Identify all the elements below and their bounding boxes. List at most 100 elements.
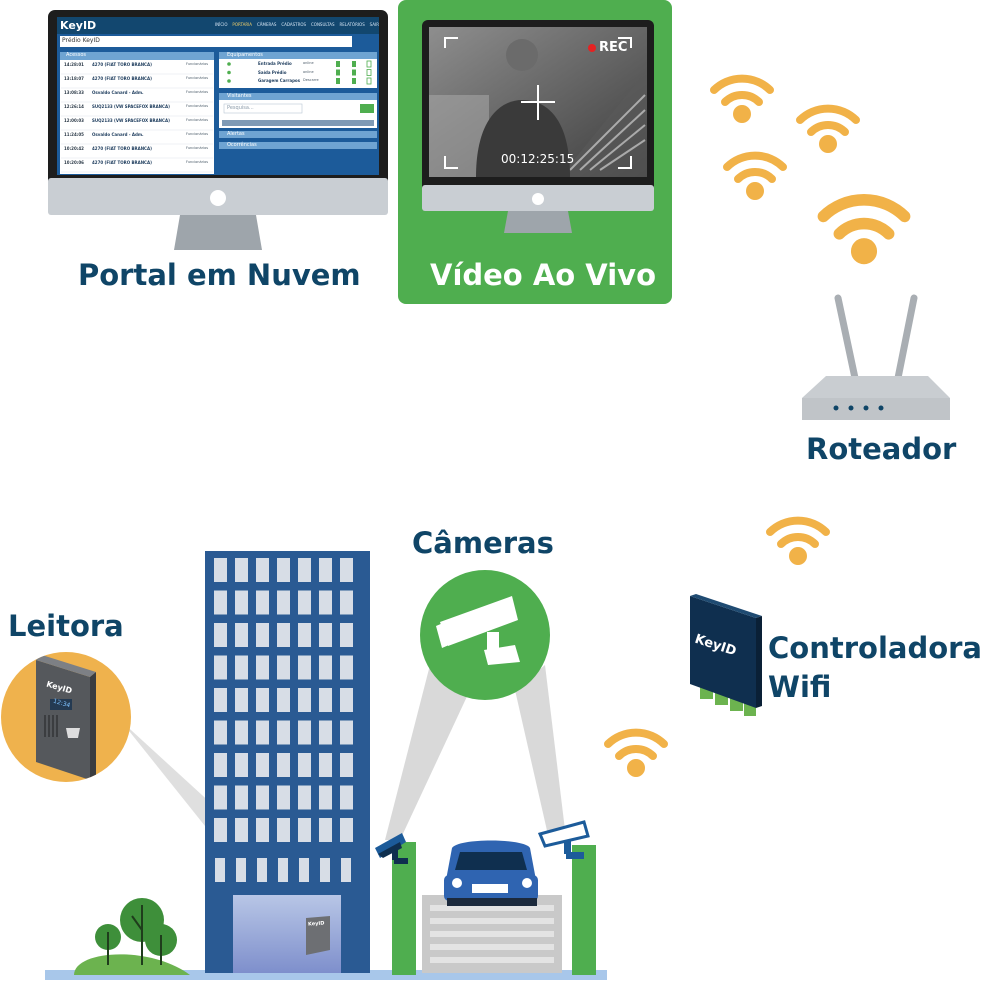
access-log-who: 4270 (FIAT TORO BRANCA) <box>92 62 152 67</box>
access-log-time: 12:26:14 <box>64 104 84 109</box>
equipment-name: Saída Prédio <box>258 69 287 75</box>
building-window <box>277 753 290 777</box>
building-window <box>340 655 353 680</box>
building-window <box>277 655 290 680</box>
building-window <box>277 785 290 810</box>
building-window <box>235 623 248 647</box>
building-window <box>340 785 353 810</box>
access-log-type: Funcionários <box>186 62 209 66</box>
building-window <box>319 623 332 647</box>
wifi-icon <box>823 200 904 259</box>
video-timestamp: 00:12:25:15 <box>501 152 575 166</box>
access-log-type: Funcionários <box>186 160 209 164</box>
portal-nav-item[interactable]: CADASTROS <box>281 22 307 27</box>
ground <box>45 970 607 980</box>
wifi-status-icon <box>227 62 231 66</box>
building-window <box>319 688 332 712</box>
wifi-icon <box>800 109 856 149</box>
access-log-time: 10:20:06 <box>64 160 84 165</box>
building-window <box>214 688 227 712</box>
search-input[interactable]: Pesquisa... <box>227 105 254 111</box>
building-window <box>256 818 269 842</box>
building-window <box>256 655 269 680</box>
access-log-type: Funcionários <box>186 118 209 122</box>
building-window <box>235 753 248 777</box>
garage-gate <box>392 840 596 975</box>
equipment-name: Garagem Carrapos <box>258 78 301 83</box>
controller-label: Controladora Wifi <box>768 629 982 707</box>
building-window <box>214 818 227 842</box>
access-log-who: SUQ2133 (VW SPACEFOX BRANCA) <box>92 118 170 123</box>
building-window <box>277 590 290 615</box>
door-icon <box>352 78 356 84</box>
access-log-type: Funcionários <box>186 90 209 94</box>
router-label: Roteador <box>806 432 957 466</box>
building-window <box>298 590 311 615</box>
building-window <box>298 623 311 647</box>
building-window <box>298 655 311 680</box>
door-icon <box>336 61 340 67</box>
portal-nav-item[interactable]: CÂMERAS <box>256 22 277 27</box>
portal-label: Portal em Nuvem <box>78 258 361 292</box>
building-window <box>256 590 269 615</box>
door-icon <box>336 69 340 76</box>
panel-visitors-title: Visitantes <box>227 93 252 99</box>
cameras-label: Câmeras <box>412 526 554 560</box>
access-log-who: Osvaldo Canard - Adm. <box>92 90 144 95</box>
access-log-time: 14:28:01 <box>64 62 84 67</box>
building-window <box>298 688 311 712</box>
access-log-who: 4270 (FIAT TORO BRANCA) <box>92 76 152 81</box>
access-log-who: SUQ2133 (VW SPACEFOX BRANCA) <box>92 104 170 109</box>
lock-icon <box>366 69 372 76</box>
building-window <box>340 818 353 842</box>
building-window <box>319 753 332 777</box>
equipment-state: online <box>303 61 314 65</box>
building-window <box>340 590 353 615</box>
access-log-type: Funcionários <box>186 132 209 136</box>
building-window <box>319 818 332 842</box>
wifi-icon <box>714 79 770 119</box>
building-window <box>235 590 248 615</box>
building-window <box>277 818 290 842</box>
building-window <box>214 785 227 810</box>
building-window <box>235 785 248 810</box>
building-window <box>319 590 332 615</box>
building-window <box>214 720 227 745</box>
camera-beam-left <box>385 665 470 840</box>
access-log-time: 11:24:05 <box>64 132 84 137</box>
building-window <box>214 623 227 647</box>
portal-nav-item[interactable]: INÍCIO <box>215 22 228 27</box>
portal-logo: KeyID <box>60 19 97 32</box>
building-window <box>298 720 311 745</box>
live-video-monitor <box>422 20 654 233</box>
portal-nav-item[interactable]: RELATÓRIOS <box>339 22 365 27</box>
portal-nav-item[interactable]: CONSULTAS <box>311 22 335 27</box>
panel-occurrences-title: Ocorrências <box>227 142 257 148</box>
building-window <box>277 720 290 745</box>
building-window <box>340 558 353 582</box>
building-window <box>214 590 227 615</box>
building-window <box>298 818 311 842</box>
live-video-label: Vídeo Ao Vivo <box>430 258 656 292</box>
access-log-who: 4270 (FIAT TORO BRANCA) <box>92 160 152 165</box>
door-icon <box>352 69 356 76</box>
portal-monitor <box>48 10 388 250</box>
building-window <box>277 688 290 712</box>
portal-nav-item[interactable]: SAIR <box>369 22 379 27</box>
building-icon <box>205 551 370 973</box>
building-window <box>340 688 353 712</box>
controller-label-line2: Wifi <box>768 670 832 705</box>
cameras-icon <box>420 570 550 700</box>
router-icon <box>802 294 950 420</box>
reader-label: Leitora <box>8 609 124 643</box>
building-select[interactable]: Prédio KeyID <box>62 37 100 44</box>
equipment-rows <box>227 60 372 85</box>
building-window <box>319 720 332 745</box>
building-window <box>256 558 269 582</box>
access-log-time: 13:18:07 <box>64 76 84 81</box>
wifi-icon <box>770 521 826 561</box>
access-log-who: 4270 (FIAT TORO BRANCA) <box>92 146 152 151</box>
portal-nav-item[interactable]: PORTARIA <box>232 22 253 27</box>
lock-icon <box>366 60 372 68</box>
